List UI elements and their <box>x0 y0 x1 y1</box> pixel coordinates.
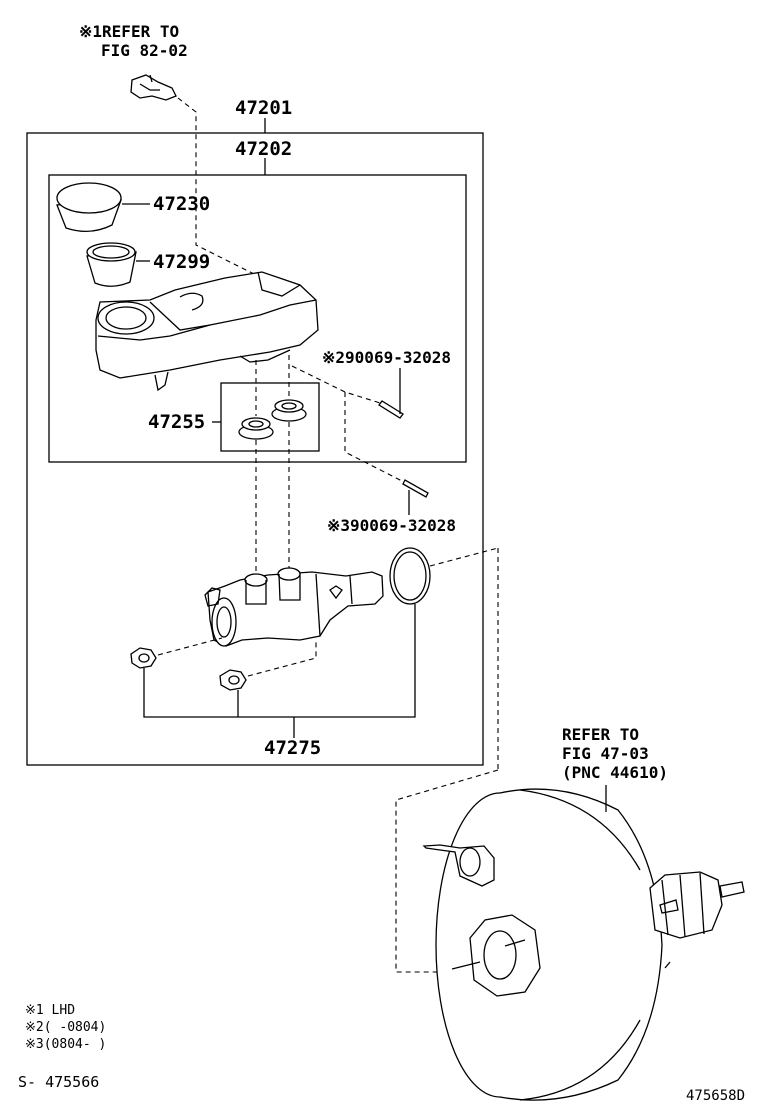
footer-code-right: 475658D <box>686 1088 746 1104</box>
note-2: ※2( -0804) <box>25 1020 107 1035</box>
ref-booster-line1: REFER TO <box>562 725 640 744</box>
pin-upper <box>378 400 404 419</box>
assembly-box <box>26 132 484 766</box>
grommet-b <box>271 399 307 422</box>
nut-a <box>130 647 157 669</box>
reservoir-tank <box>95 271 319 392</box>
reservoir-box <box>48 174 467 463</box>
part-number-strainer: 47299 <box>153 251 211 273</box>
grommet-a <box>238 417 274 440</box>
brake-booster <box>422 785 745 1101</box>
footer-code-left: S- 475566 <box>18 1073 100 1091</box>
ref-booster-line2: FIG 47-03 <box>562 744 649 763</box>
part-number-grommet: 47255 <box>148 411 206 433</box>
part-number-pin-lower: ※390069-32028 <box>327 516 456 535</box>
reservoir-cap <box>56 182 122 232</box>
o-ring <box>389 547 431 605</box>
ref-top-line2: FIG 82-02 <box>101 41 188 60</box>
connector-clip <box>130 74 177 101</box>
grommet-box <box>220 382 320 452</box>
part-number-reservoir-set: 47202 <box>235 138 293 160</box>
master-cylinder <box>204 567 384 647</box>
part-number-nut-kit: 47275 <box>264 737 322 759</box>
note-1: ※1 LHD <box>25 1003 76 1018</box>
part-number-pin-upper: ※290069-32028 <box>322 348 451 367</box>
nut-b <box>219 669 247 691</box>
ref-booster-line3: (PNC 44610) <box>562 763 668 782</box>
pin-lower <box>402 479 429 498</box>
strainer <box>86 242 137 287</box>
ref-top-line1: ※1REFER TO <box>79 22 180 41</box>
note-3: ※3(0804- ) <box>25 1037 107 1052</box>
part-number-cap: 47230 <box>153 193 211 215</box>
part-number-assembly: 47201 <box>235 97 293 119</box>
